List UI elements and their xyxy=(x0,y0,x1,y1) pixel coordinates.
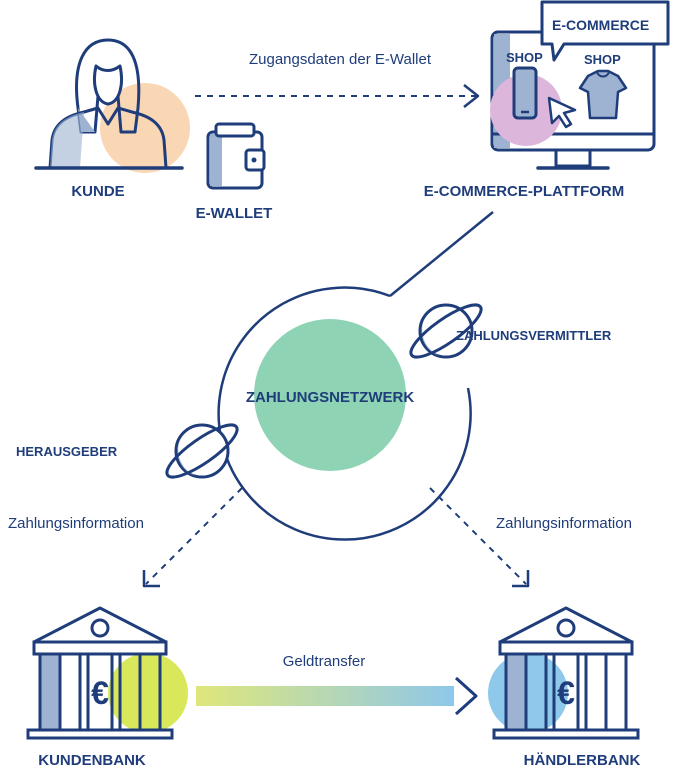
access-data-arrow xyxy=(195,84,480,108)
access-data-label: Zugangsdaten der E-Wallet xyxy=(249,51,432,68)
zahlungsvermittler-label: ZAHLUNGSVERMITTLER xyxy=(456,328,612,343)
bank-euro-icon: € xyxy=(488,606,640,740)
kunde-label: KUNDE xyxy=(71,183,124,200)
money-transfer-arrow xyxy=(196,676,478,716)
customer-icon xyxy=(34,38,190,173)
svg-text:€: € xyxy=(91,675,109,711)
zahlungsnetzwerk-label: ZAHLUNGSNETZWERK xyxy=(246,389,414,406)
herausgeber-label: HERAUSGEBER xyxy=(16,444,118,459)
payment-info-left-label: Zahlungsinformation xyxy=(8,515,144,532)
bank-euro-icon: € xyxy=(26,606,188,740)
money-transfer-label: Geldtransfer xyxy=(283,653,366,670)
ecommerce-badge-label: E-COMMERCE xyxy=(552,17,649,33)
haendlerbank-label: HÄNDLERBANK xyxy=(524,752,641,769)
shop-label-1: SHOP xyxy=(506,50,543,65)
payment-info-right-label: Zahlungsinformation xyxy=(496,515,632,532)
planet-icon xyxy=(165,423,239,479)
wallet-icon xyxy=(206,122,266,190)
monitor-shop-icon xyxy=(490,0,670,170)
payment-info-right-arrow xyxy=(429,487,530,588)
ecommerce-platform-label: E-COMMERCE-PLATTFORM xyxy=(424,183,625,200)
payment-network-ring xyxy=(217,211,494,541)
kundenbank-label: KUNDENBANK xyxy=(38,752,146,769)
svg-text:€: € xyxy=(557,675,575,711)
payment-info-left-arrow xyxy=(142,487,243,588)
e-wallet-label: E-WALLET xyxy=(196,205,273,222)
planet-icon xyxy=(409,303,483,359)
shop-label-2: SHOP xyxy=(584,52,621,67)
